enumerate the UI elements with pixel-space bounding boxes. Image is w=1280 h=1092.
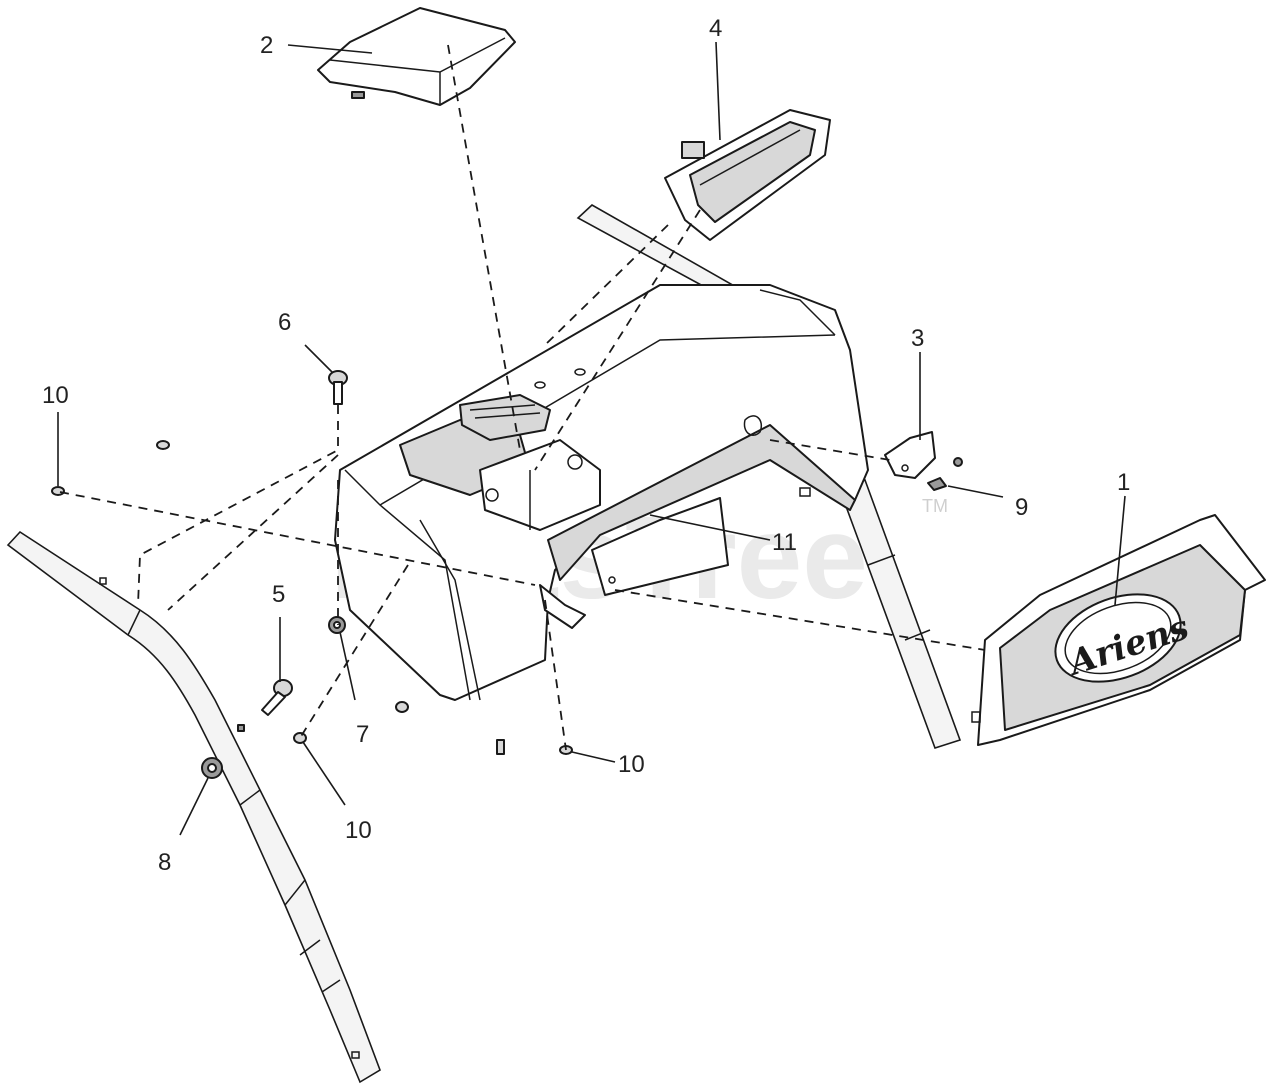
part-9-screw	[927, 457, 963, 491]
callout-10-left: 10	[42, 382, 69, 409]
callout-5: 5	[272, 581, 285, 608]
callout-8: 8	[158, 849, 171, 876]
right-handlebar	[576, 204, 962, 749]
callout-3: 3	[911, 325, 924, 352]
callout-11: 11	[772, 529, 797, 556]
callout-leaders	[57, 41, 1126, 836]
part-8-nut	[201, 757, 223, 779]
part-5-bolt	[261, 679, 293, 716]
callout-7: 7	[356, 721, 369, 748]
callout-10-bottom: 10	[345, 817, 372, 844]
callout-6: 6	[278, 309, 291, 336]
callout-1: 1	[1117, 469, 1130, 496]
callout-2: 2	[260, 32, 273, 59]
watermark-tm: TM	[922, 496, 948, 516]
part-10-screws	[51, 440, 573, 755]
callout-9: 9	[1015, 494, 1028, 521]
part-11-plate	[591, 497, 729, 596]
part-1-logo-panel: Ariens	[971, 514, 1266, 746]
console-housing	[334, 284, 869, 701]
callout-10-right: 10	[618, 751, 645, 778]
left-handlebar	[6, 530, 381, 1084]
callout-labels: 1 2 3 4 5 6 7 8 9 10 10 10 11	[42, 15, 1130, 876]
part-3-small-cover	[884, 431, 936, 479]
part-7-nut	[328, 616, 346, 634]
part-6-carriage-bolt	[328, 370, 348, 405]
part-2-top-cover	[317, 7, 516, 106]
callout-4: 4	[709, 15, 722, 42]
part-4-panel	[664, 109, 831, 241]
assembly-dashed-lines	[59, 44, 986, 751]
